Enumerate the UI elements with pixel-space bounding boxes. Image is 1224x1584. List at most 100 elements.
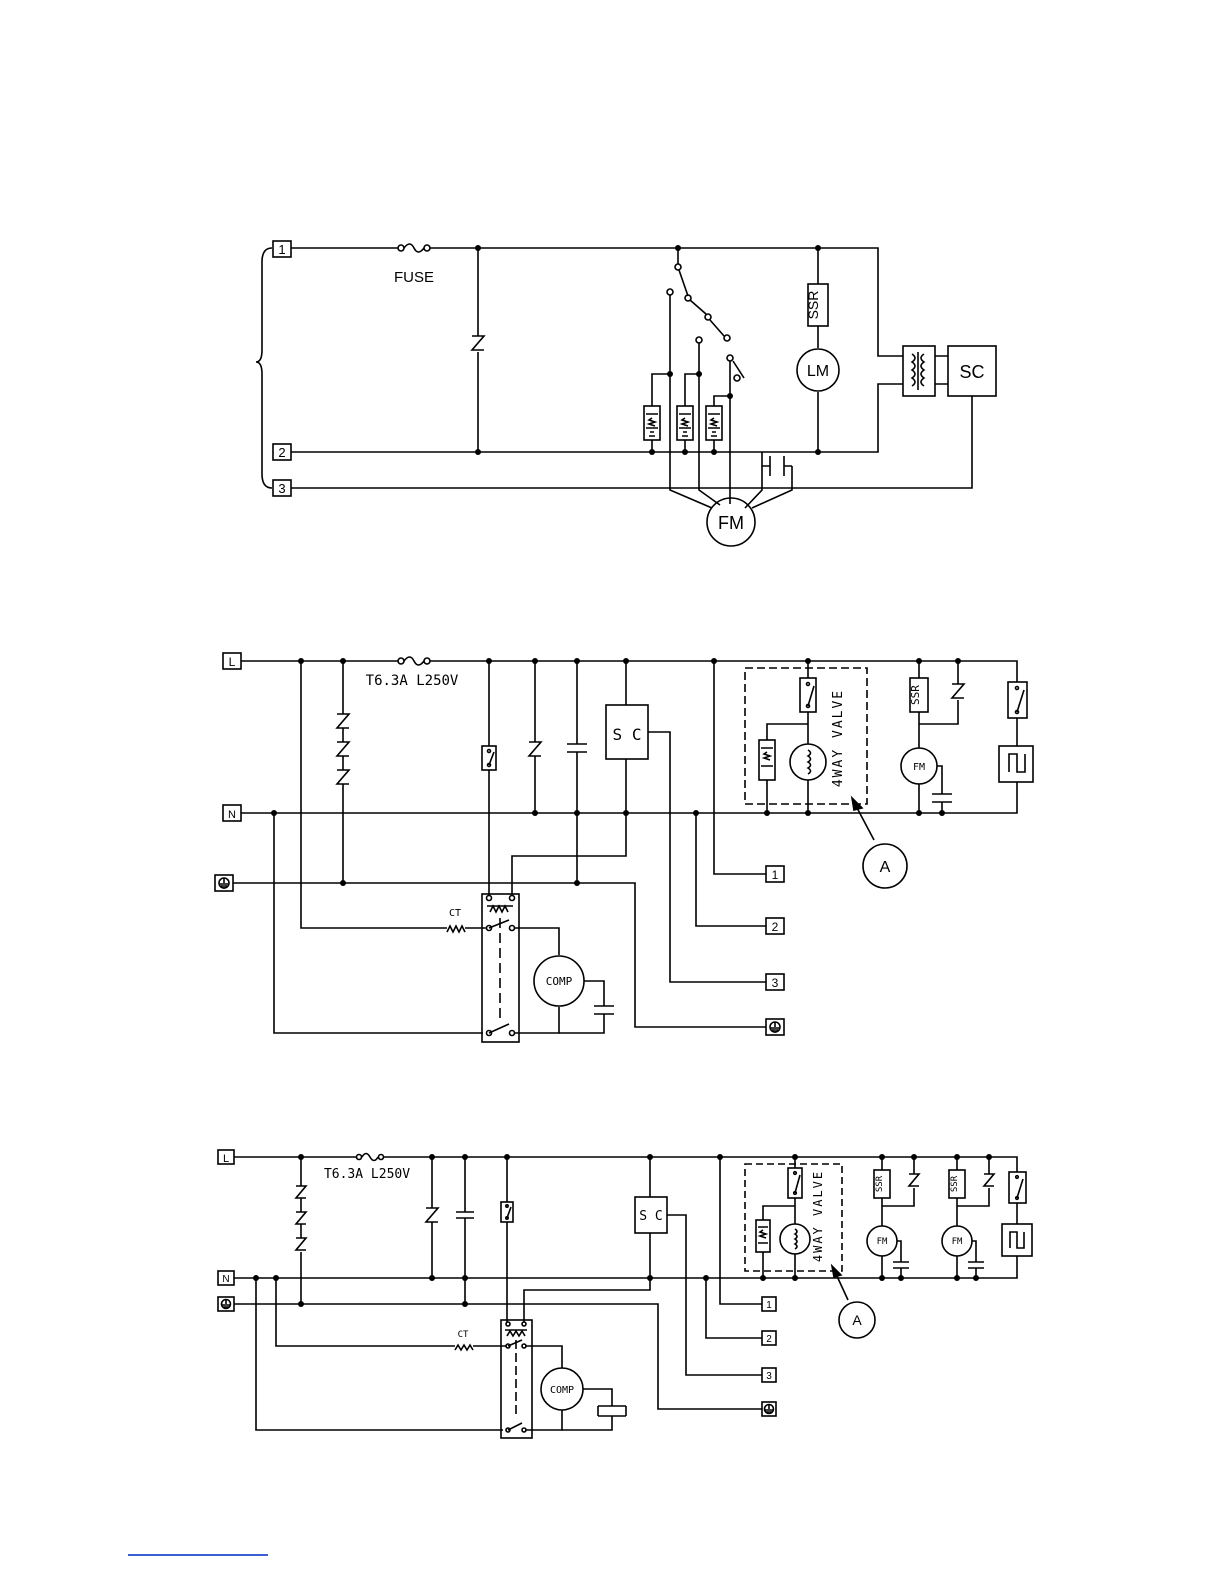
fan-motor: FM xyxy=(867,1226,897,1256)
svg-text:A: A xyxy=(852,1312,862,1328)
capacitor-icon xyxy=(893,1262,909,1268)
terminal-3: 3 xyxy=(766,974,784,990)
varistor-icon xyxy=(529,742,541,756)
compressor: COMP xyxy=(541,1368,583,1410)
valve-label: 4WAY VALVE xyxy=(831,689,846,787)
switch-icon xyxy=(800,678,816,712)
switch-icon xyxy=(788,1168,802,1198)
capacitor-icon xyxy=(598,1406,626,1416)
switch-icon xyxy=(1008,682,1027,718)
terminal-L: L xyxy=(223,653,241,669)
speed-switch-icon xyxy=(679,270,688,296)
fan-motor: FM xyxy=(901,748,937,784)
valve-coil-icon xyxy=(780,1224,810,1254)
ssr-relay: SSR xyxy=(909,678,928,712)
heater-icon xyxy=(706,406,722,440)
compressor: COMP xyxy=(534,956,584,1006)
svg-text:FM: FM xyxy=(913,762,925,773)
svg-text:2: 2 xyxy=(766,1334,772,1345)
fuse-icon xyxy=(357,1154,384,1161)
footer-link-underline[interactable] xyxy=(128,1554,268,1556)
fuse-label: FUSE xyxy=(394,269,434,286)
svg-text:FM: FM xyxy=(877,1237,888,1247)
sensor-control-box: S C xyxy=(606,705,648,759)
varistor-icon xyxy=(337,714,349,796)
four-way-valve-box xyxy=(745,668,867,804)
relay-block xyxy=(501,1320,532,1438)
heater-icon xyxy=(756,1220,770,1252)
capacitor-icon xyxy=(770,456,784,476)
fan-motor: FM xyxy=(942,1226,972,1256)
ssr-relay: SSR xyxy=(949,1170,965,1198)
ground-icon xyxy=(218,1297,234,1311)
diagram-3: L N T6.3A L250V xyxy=(218,1150,1032,1438)
capacitor-icon xyxy=(567,744,587,752)
ground-icon xyxy=(766,1019,784,1035)
svg-text:SSR: SSR xyxy=(805,291,821,320)
current-transformer-icon xyxy=(447,926,465,932)
varistor-icon xyxy=(984,1174,994,1186)
svg-text:COMP: COMP xyxy=(546,975,573,988)
four-way-valve-box xyxy=(745,1164,842,1271)
diagram-1: 1 2 3 FUSE xyxy=(256,241,996,546)
svg-text:N: N xyxy=(222,1274,229,1285)
fuse-rating: T6.3A L250V xyxy=(366,673,459,689)
terminal-N: N xyxy=(218,1271,234,1285)
callout-a: A xyxy=(839,1302,875,1338)
svg-text:LM: LM xyxy=(807,363,829,380)
svg-text:2: 2 xyxy=(772,920,779,934)
ground-icon xyxy=(215,875,233,891)
terminal-2: 2 xyxy=(273,444,291,460)
terminal-1: 1 xyxy=(766,866,784,882)
louver-motor: LM xyxy=(797,349,839,391)
terminal-3: 3 xyxy=(273,480,291,496)
svg-text:1: 1 xyxy=(766,1300,772,1311)
svg-text:1: 1 xyxy=(772,868,779,882)
heater-icon xyxy=(677,406,693,440)
svg-text:S C: S C xyxy=(639,1209,662,1224)
callout-a: A xyxy=(863,844,907,888)
varistor-icon xyxy=(472,336,484,350)
varistor-icon xyxy=(952,684,964,698)
svg-text:L: L xyxy=(223,1153,229,1165)
terminal-brace xyxy=(256,248,272,488)
transformer-icon xyxy=(903,346,935,396)
svg-text:L: L xyxy=(229,655,236,669)
ssr-relay: SSR xyxy=(874,1170,890,1198)
diagram-2: L N T6.3A L250V xyxy=(215,653,1033,1042)
ct-label: CT xyxy=(458,1330,469,1340)
svg-text:A: A xyxy=(880,859,891,876)
relay-block xyxy=(482,894,519,1042)
ssr-relay: SSR xyxy=(805,284,828,326)
varistor-icon xyxy=(296,1186,306,1250)
switch-icon xyxy=(1009,1172,1026,1203)
fuse-icon xyxy=(398,657,430,665)
terminal-2: 2 xyxy=(766,918,784,934)
svg-text:S C: S C xyxy=(613,725,642,744)
heater-icon xyxy=(999,746,1033,782)
switch-icon xyxy=(501,1202,513,1222)
capacitor-icon xyxy=(968,1262,984,1268)
svg-text:3: 3 xyxy=(278,481,285,496)
svg-text:COMP: COMP xyxy=(550,1385,574,1396)
capacitor-icon xyxy=(456,1212,474,1218)
svg-text:3: 3 xyxy=(772,976,779,990)
valve-label: 4WAY VALVE xyxy=(811,1170,825,1262)
ground-icon xyxy=(762,1402,776,1416)
terminal-1: 1 xyxy=(273,241,291,257)
sensor-control-box: S C xyxy=(635,1197,667,1233)
terminal-L: L xyxy=(218,1150,234,1165)
svg-text:FM: FM xyxy=(952,1237,963,1247)
svg-text:SSR: SSR xyxy=(909,685,922,705)
ct-label: CT xyxy=(449,908,461,919)
terminal-N: N xyxy=(223,805,241,821)
svg-text:FM: FM xyxy=(718,513,744,533)
capacitor-icon xyxy=(932,794,952,802)
heater-icon xyxy=(759,740,775,780)
current-transformer-icon xyxy=(455,1345,473,1350)
heater-icon xyxy=(644,406,660,440)
terminal-1: 1 xyxy=(762,1297,776,1311)
varistor-icon xyxy=(909,1174,919,1186)
heater-icon xyxy=(1002,1224,1032,1256)
